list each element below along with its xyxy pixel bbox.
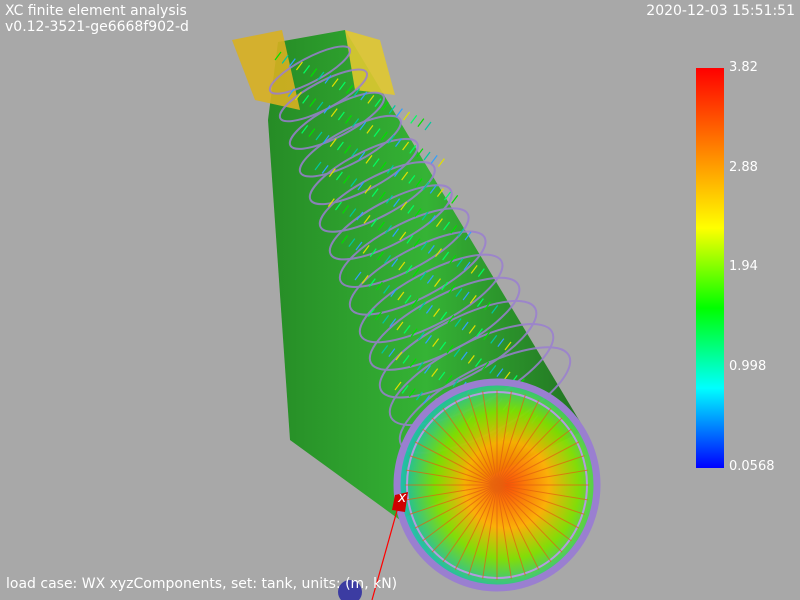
scale-label-2: 2.88 — [729, 160, 758, 175]
scale-label-max: 3.82 — [729, 60, 758, 75]
axis-triad — [371, 492, 408, 600]
scale-label-min: 0.0568 — [729, 459, 775, 474]
tank-end-face — [393, 378, 601, 592]
origin-glyph — [338, 580, 362, 600]
version-label: v0.12-3521-ge6668f902-d — [5, 19, 189, 35]
stiffener-rings — [268, 45, 572, 454]
scale-label-3: 1.94 — [729, 259, 758, 274]
axis-x-label: x — [398, 490, 407, 506]
scale-label-4: 0.998 — [729, 359, 767, 374]
load-case-caption: load case: WX xyzComponents, set: tank, … — [6, 576, 398, 592]
timestamp: 2020-12-03 15:51:51 — [646, 3, 795, 19]
app-title: XC finite element analysis — [5, 3, 187, 19]
color-scale-bar — [696, 68, 724, 468]
